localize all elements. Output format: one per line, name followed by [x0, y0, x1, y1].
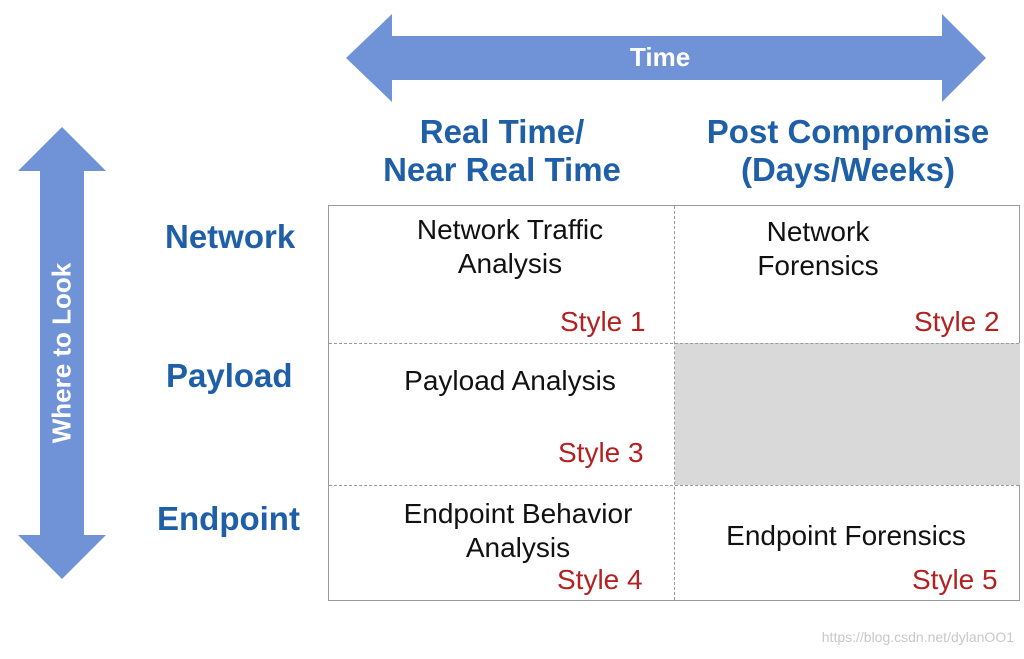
cell-payload-realtime-style: Style 3	[558, 437, 644, 468]
cell-endpoint-post-style: Style 5	[912, 564, 998, 595]
cell-network-realtime-style: Style 1	[560, 306, 646, 337]
time-arrow-shape	[346, 14, 986, 102]
cell-endpoint-realtime-style: Style 4	[557, 564, 643, 595]
row-divider-2	[329, 485, 1019, 486]
where-to-look-arrow-shape	[18, 127, 106, 579]
cell-payload-post-shaded	[675, 343, 1020, 485]
time-axis-label: Time	[630, 42, 691, 72]
row-heading-payload: Payload	[166, 357, 293, 394]
cell-network-post-text: Network Forensics	[757, 216, 879, 281]
watermark: https://blog.csdn.net/dylanOO1	[821, 629, 1014, 645]
where-to-look-axis-label: Where to Look	[46, 262, 77, 444]
cell-network-realtime-text: Network Traffic Analysis	[416, 214, 604, 279]
column-heading-post-compromise: Post Compromise (Days/Weeks)	[706, 113, 990, 188]
cell-endpoint-post-text: Endpoint Forensics	[726, 520, 966, 551]
row-heading-endpoint: Endpoint	[157, 500, 300, 537]
column-divider	[674, 206, 675, 600]
matrix-grid	[328, 205, 1020, 601]
cell-network-post-style: Style 2	[914, 306, 1000, 337]
column-heading-realtime: Real Time/ Near Real Time	[383, 113, 621, 188]
cell-endpoint-realtime-text: Endpoint Behavior Analysis	[403, 498, 633, 563]
row-heading-network: Network	[165, 218, 296, 255]
row-divider-1	[329, 343, 1019, 344]
cell-payload-realtime-text: Payload Analysis	[404, 365, 616, 396]
